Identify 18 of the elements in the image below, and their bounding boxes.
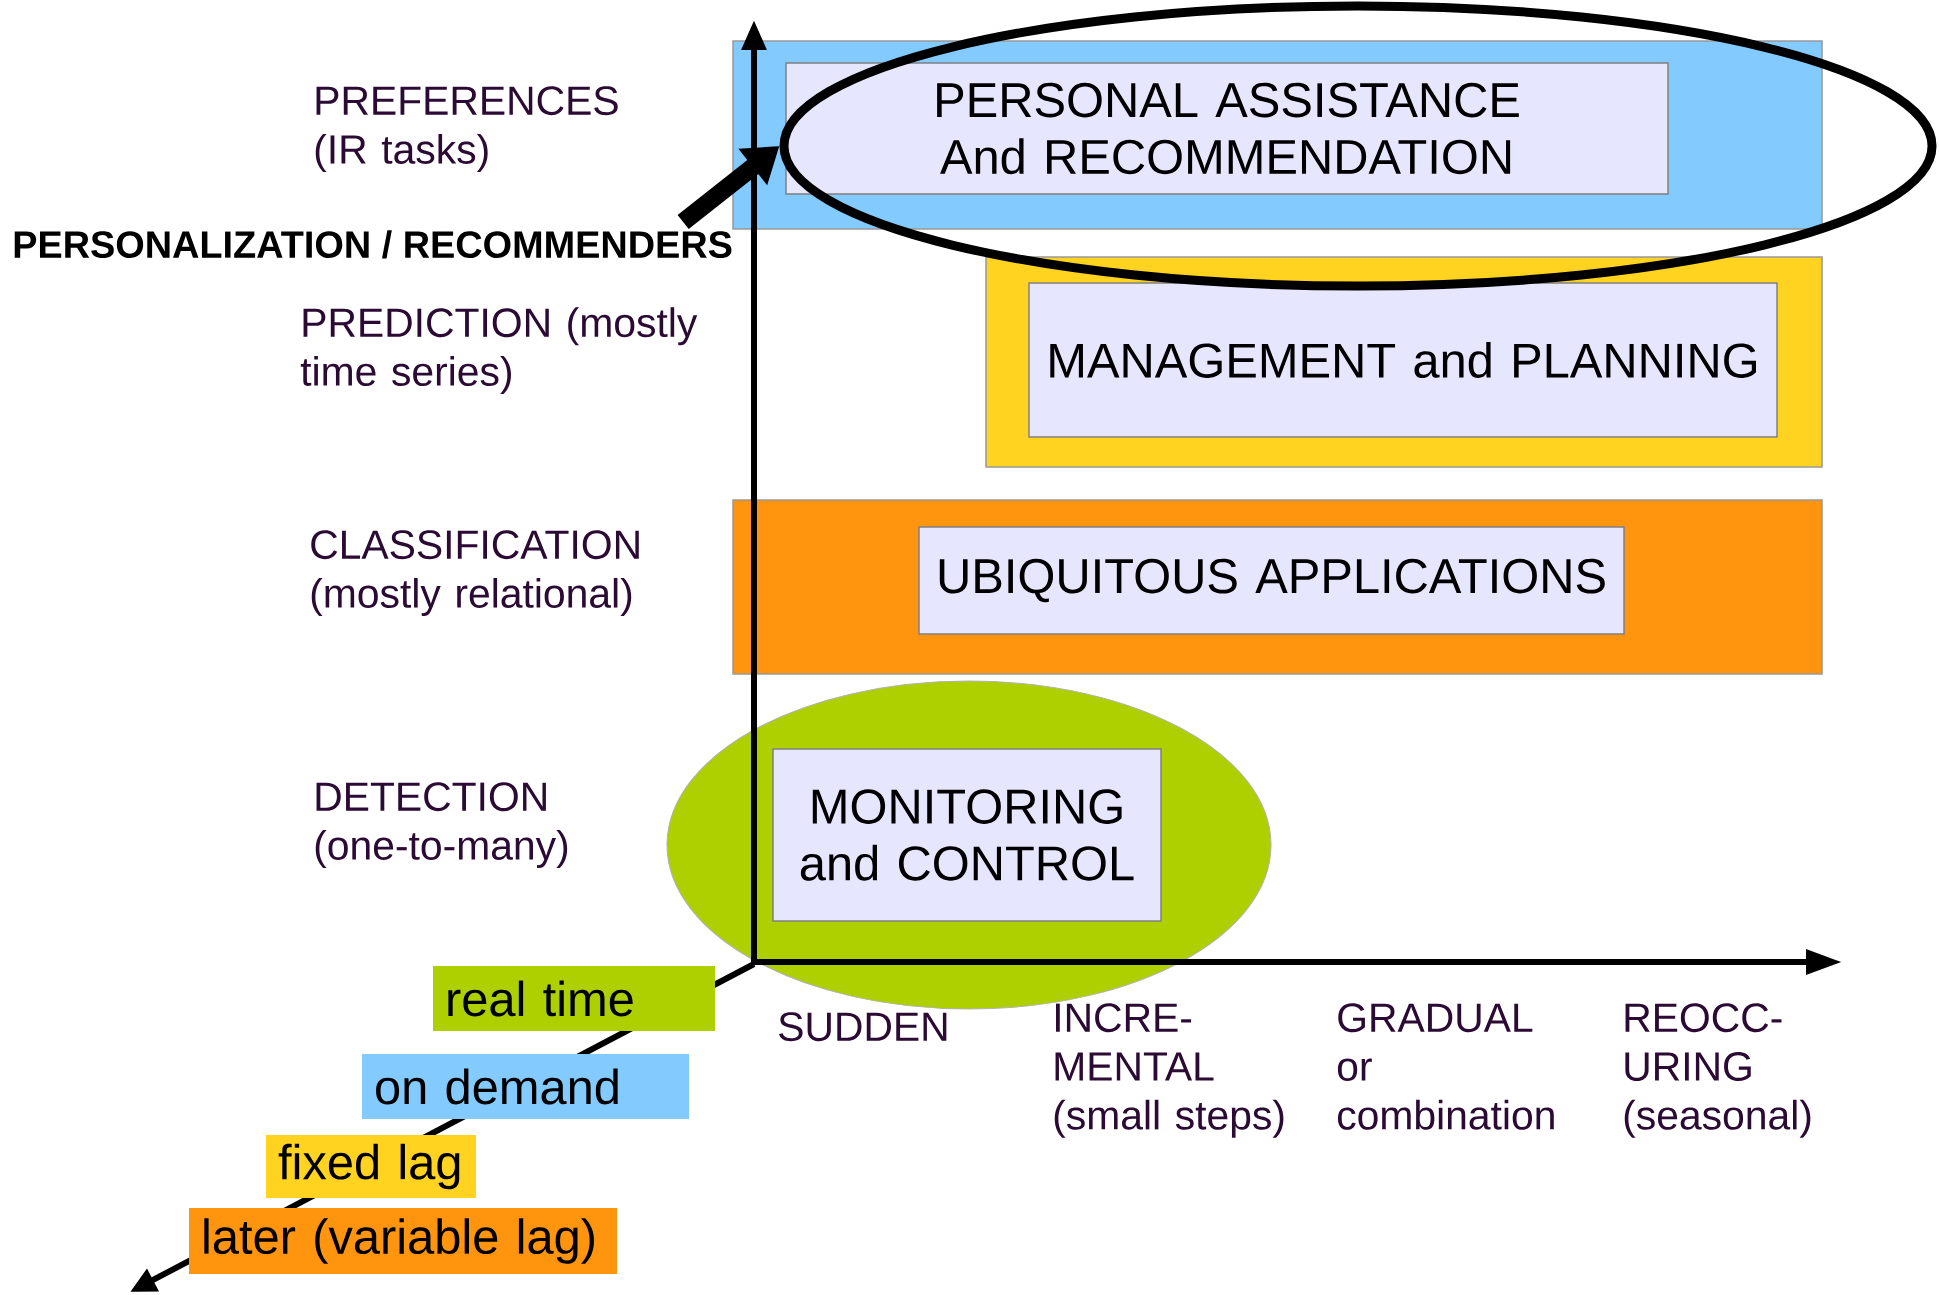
row-label: CLASSIFICATION (mostly relational) bbox=[311, 530, 639, 616]
axis-label: REOCC- URING (seasonal) bbox=[1624, 1003, 1811, 1138]
application-box: MONITORING and CONTROL bbox=[772, 748, 1162, 922]
application-box: UBIQUITOUS APPLICATIONS bbox=[918, 526, 1625, 635]
row-label: DETECTION (one-to-many) bbox=[315, 782, 568, 868]
axis-label: SUDDEN bbox=[779, 1012, 947, 1042]
row-label: PREFERENCES (IR tasks) bbox=[315, 86, 618, 172]
highlight-ellipse bbox=[779, 1, 1937, 291]
axis-label-box: later (variable lag) bbox=[189, 1208, 617, 1274]
callout-text: PERSONALIZATION / RECOMMENDERS bbox=[14, 230, 732, 259]
application-box: MANAGEMENT and PLANNING bbox=[1028, 282, 1778, 438]
axis-label: INCRE- MENTAL (small steps) bbox=[1054, 1003, 1284, 1138]
axis-label: GRADUAL or combination bbox=[1337, 1003, 1554, 1130]
application-box: PERSONAL ASSISTANCE And RECOMMENDATION bbox=[785, 62, 1669, 195]
axis-label-box: real time bbox=[433, 966, 715, 1031]
axis-label-box: fixed lag bbox=[266, 1135, 476, 1198]
row-label: PREDICTION (mostly time series) bbox=[300, 307, 698, 395]
axis-label-box: on demand bbox=[362, 1054, 689, 1119]
